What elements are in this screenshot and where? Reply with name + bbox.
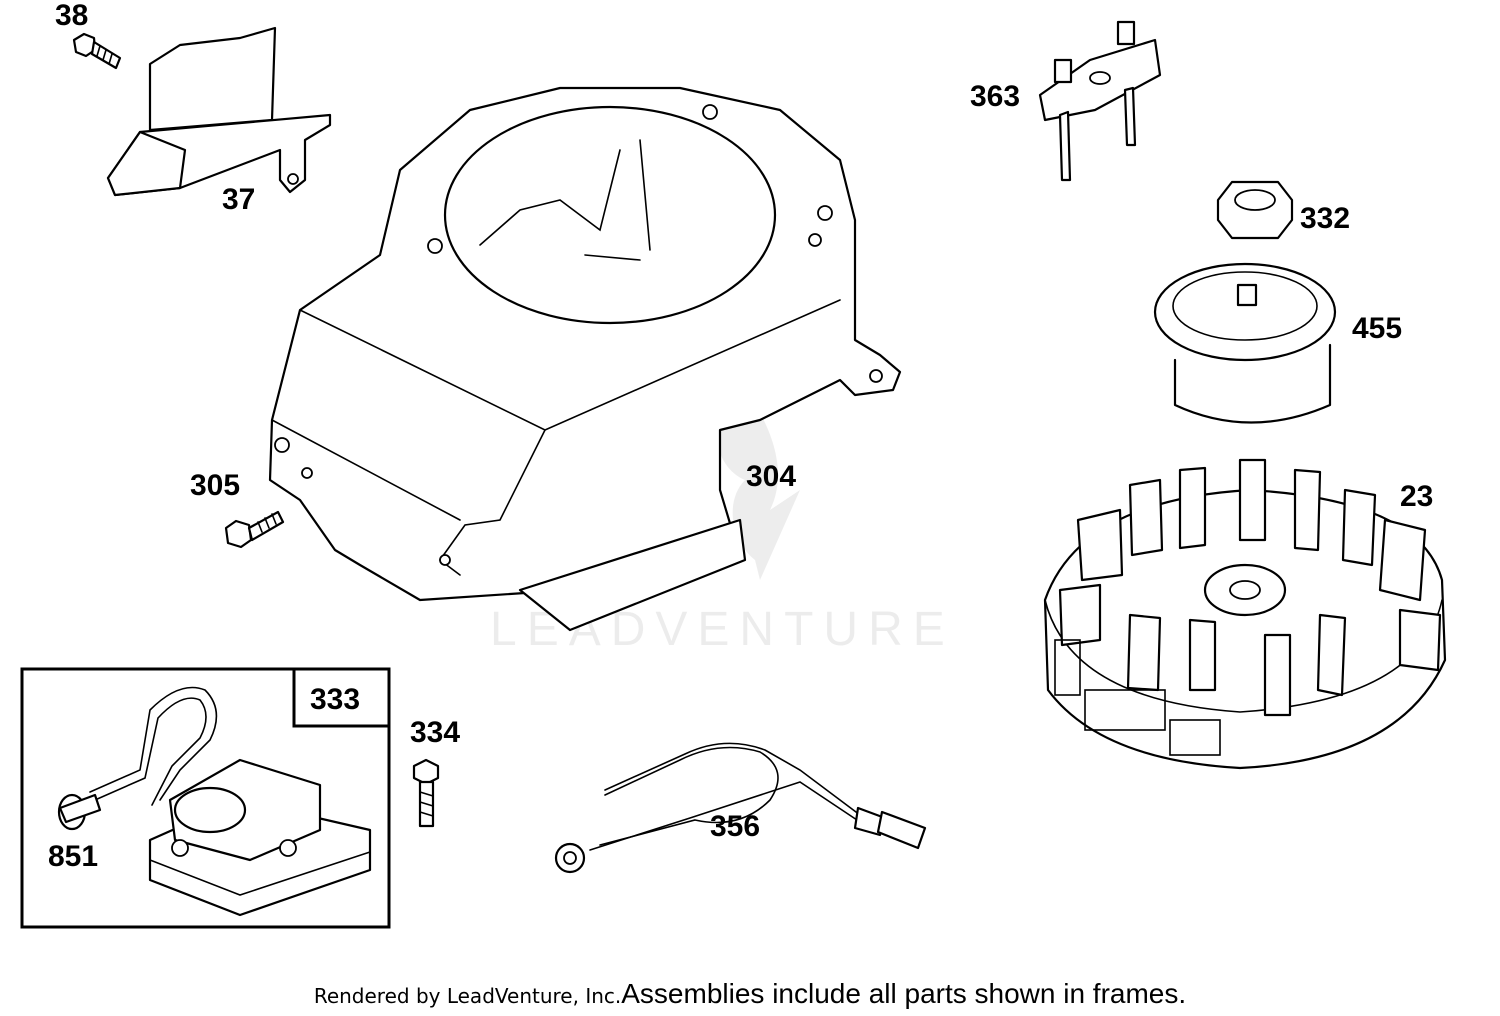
- callout-305: 305: [190, 469, 240, 502]
- callout-332: 332: [1300, 202, 1350, 235]
- wire-356: [554, 742, 927, 874]
- callout-333: 333: [310, 683, 360, 716]
- rendered-by-credit: Rendered by LeadVenture, Inc.: [313, 984, 622, 1008]
- shield-37: [106, 26, 332, 197]
- callout-38: 38: [55, 0, 88, 32]
- bolt-334: [412, 758, 440, 828]
- callout-304: 304: [746, 460, 796, 493]
- callout-334: 334: [410, 716, 460, 749]
- bolt-38: [72, 32, 122, 70]
- bracket-363: [1038, 20, 1162, 182]
- blower-housing-304: [268, 86, 902, 632]
- cup-455: [1153, 262, 1337, 424]
- footer: Rendered by LeadVenture, Inc.Assemblies …: [0, 978, 1500, 1010]
- bolt-305: [224, 510, 285, 549]
- callout-851: 851: [48, 840, 98, 873]
- assembly-note: Assemblies include all parts shown in fr…: [621, 978, 1187, 1009]
- flywheel-23: [1043, 458, 1447, 770]
- ignition-assembly-frame: [20, 667, 391, 929]
- callout-37: 37: [222, 183, 255, 216]
- callout-363: 363: [970, 80, 1020, 113]
- callout-356: 356: [710, 810, 760, 843]
- callout-455: 455: [1352, 312, 1402, 345]
- nut-332: [1216, 180, 1294, 240]
- ignition-coil-333: [89, 686, 372, 917]
- terminal-851: [57, 793, 102, 831]
- callout-23: 23: [1400, 480, 1433, 513]
